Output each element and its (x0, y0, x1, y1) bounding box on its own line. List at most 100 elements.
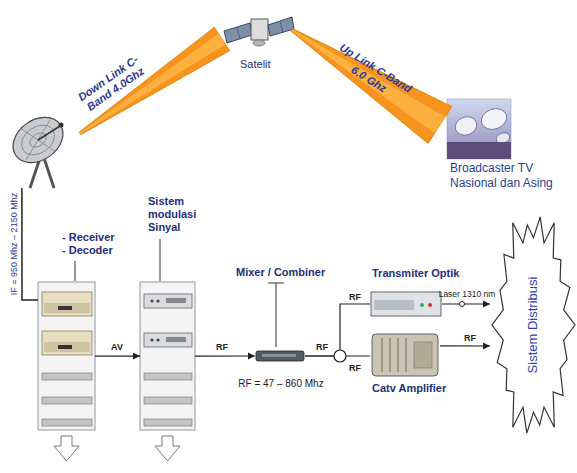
amplifier-housing (372, 334, 438, 376)
connector (305, 304, 370, 356)
lnb (59, 123, 64, 128)
node-label: Sistem Distribusi (525, 225, 541, 425)
edge-label: IF = 950 Mhz – 2150 Mhz (9, 193, 20, 295)
modulator-rack-illustration (140, 282, 195, 461)
transmitter-led (420, 303, 424, 307)
dish-reflector (4, 108, 71, 172)
rf-splitter (334, 350, 346, 362)
transmitter-device (371, 292, 441, 316)
down-arrow (54, 436, 79, 461)
edge-label: RF (349, 363, 361, 374)
leader-line (276, 283, 277, 347)
transmitter-panel (374, 300, 414, 310)
rack-frame (38, 282, 95, 430)
catv-amplifier: Catv Amplifier (370, 332, 440, 378)
node-label: Sistem modulasi Sinyal (148, 195, 200, 234)
starburst-shape (492, 217, 575, 433)
receiver-front (44, 303, 90, 313)
leader-line (160, 239, 161, 281)
connector-line (195, 355, 255, 356)
edge-label: AV (111, 342, 123, 353)
modulator-knob (150, 338, 153, 341)
receiving-dish-node (10, 110, 80, 188)
node-label: Catv Amplifier (372, 382, 472, 395)
receiver-rack-illustration (38, 282, 95, 461)
connector-line (95, 355, 140, 356)
mixer-device (256, 351, 304, 361)
connector-line (22, 188, 38, 300)
uplink-dish (453, 114, 480, 138)
leader-line (75, 261, 76, 281)
modulator-panel (166, 298, 186, 303)
node-label: Broadcaster TV Nasional dan Asing (450, 161, 575, 191)
receiver-rack: - Receiver - Decoder (38, 280, 95, 430)
rack-frame (140, 282, 195, 430)
empty-slot (42, 419, 92, 426)
cooling-fin (389, 338, 391, 372)
connector-line (442, 303, 490, 304)
edge-label: RF (349, 292, 361, 303)
amplifier-cover (414, 342, 432, 368)
broadcaster-node: Broadcaster TV Nasional dan Asing (440, 95, 575, 195)
cooling-fin (397, 338, 399, 372)
cooling-fin (405, 338, 407, 372)
distribution-system: Sistem Distribusi (490, 205, 577, 445)
receiver-display (58, 306, 72, 310)
panel-grid (280, 21, 283, 33)
laser-marker (460, 302, 465, 307)
connector-line (305, 304, 370, 356)
empty-slot (144, 419, 192, 426)
panel-grid (237, 27, 240, 39)
connector (291, 29, 452, 144)
broadcaster-illustration (447, 99, 511, 159)
modulator-knob (150, 299, 153, 302)
connector-line (440, 345, 490, 346)
connector (442, 304, 490, 305)
empty-slot (144, 373, 192, 380)
broadcast-photo (447, 99, 511, 159)
modulator-rack: Sistem modulasi Sinyal (140, 280, 195, 430)
connector (195, 356, 255, 357)
mixer-combiner: Mixer / Combiner (255, 348, 305, 364)
transmitter-led (428, 303, 432, 307)
modulator-panel (166, 337, 186, 342)
satellite-antenna (253, 40, 265, 46)
connector (305, 355, 370, 356)
receiver-unit (42, 292, 92, 316)
edge-label: RF (216, 342, 228, 353)
dish-grid (16, 119, 60, 161)
receiver-front (44, 342, 90, 352)
optical-transmitter: Transmiter Optik (370, 290, 442, 318)
satellite-illustration (224, 17, 294, 46)
connector-line (305, 355, 370, 356)
node-label: - Receiver - Decoder (62, 231, 117, 257)
beam-highlight (292, 29, 446, 133)
feed-arm (38, 126, 60, 140)
node-label: Transmiter Optik (372, 267, 482, 280)
empty-slot (42, 373, 92, 380)
mixer-detail (262, 354, 296, 357)
annotation-label: RF = 47 – 860 Mhz (238, 378, 323, 390)
solar-panel (268, 17, 294, 36)
receiver-unit (42, 331, 92, 355)
connector (440, 345, 490, 346)
receiver-display (58, 345, 72, 349)
cooling-fin (381, 338, 383, 372)
node-label: Satelit (240, 58, 290, 71)
empty-slot (42, 397, 92, 404)
satellite-body (251, 19, 268, 40)
annotation-label: RF (316, 342, 328, 353)
modulator-unit (144, 294, 192, 308)
uplink-dish (478, 105, 509, 133)
connector (95, 356, 140, 357)
down-arrow (155, 436, 180, 461)
dish-leg (44, 158, 54, 188)
modulator-knob (156, 338, 159, 341)
modulator-knob (156, 299, 159, 302)
edge-label: Laser 1310 nm (439, 289, 496, 299)
empty-slot (144, 397, 192, 404)
connector (22, 188, 38, 300)
satellite-node: Satelit (222, 12, 292, 72)
solar-panel (224, 23, 252, 43)
